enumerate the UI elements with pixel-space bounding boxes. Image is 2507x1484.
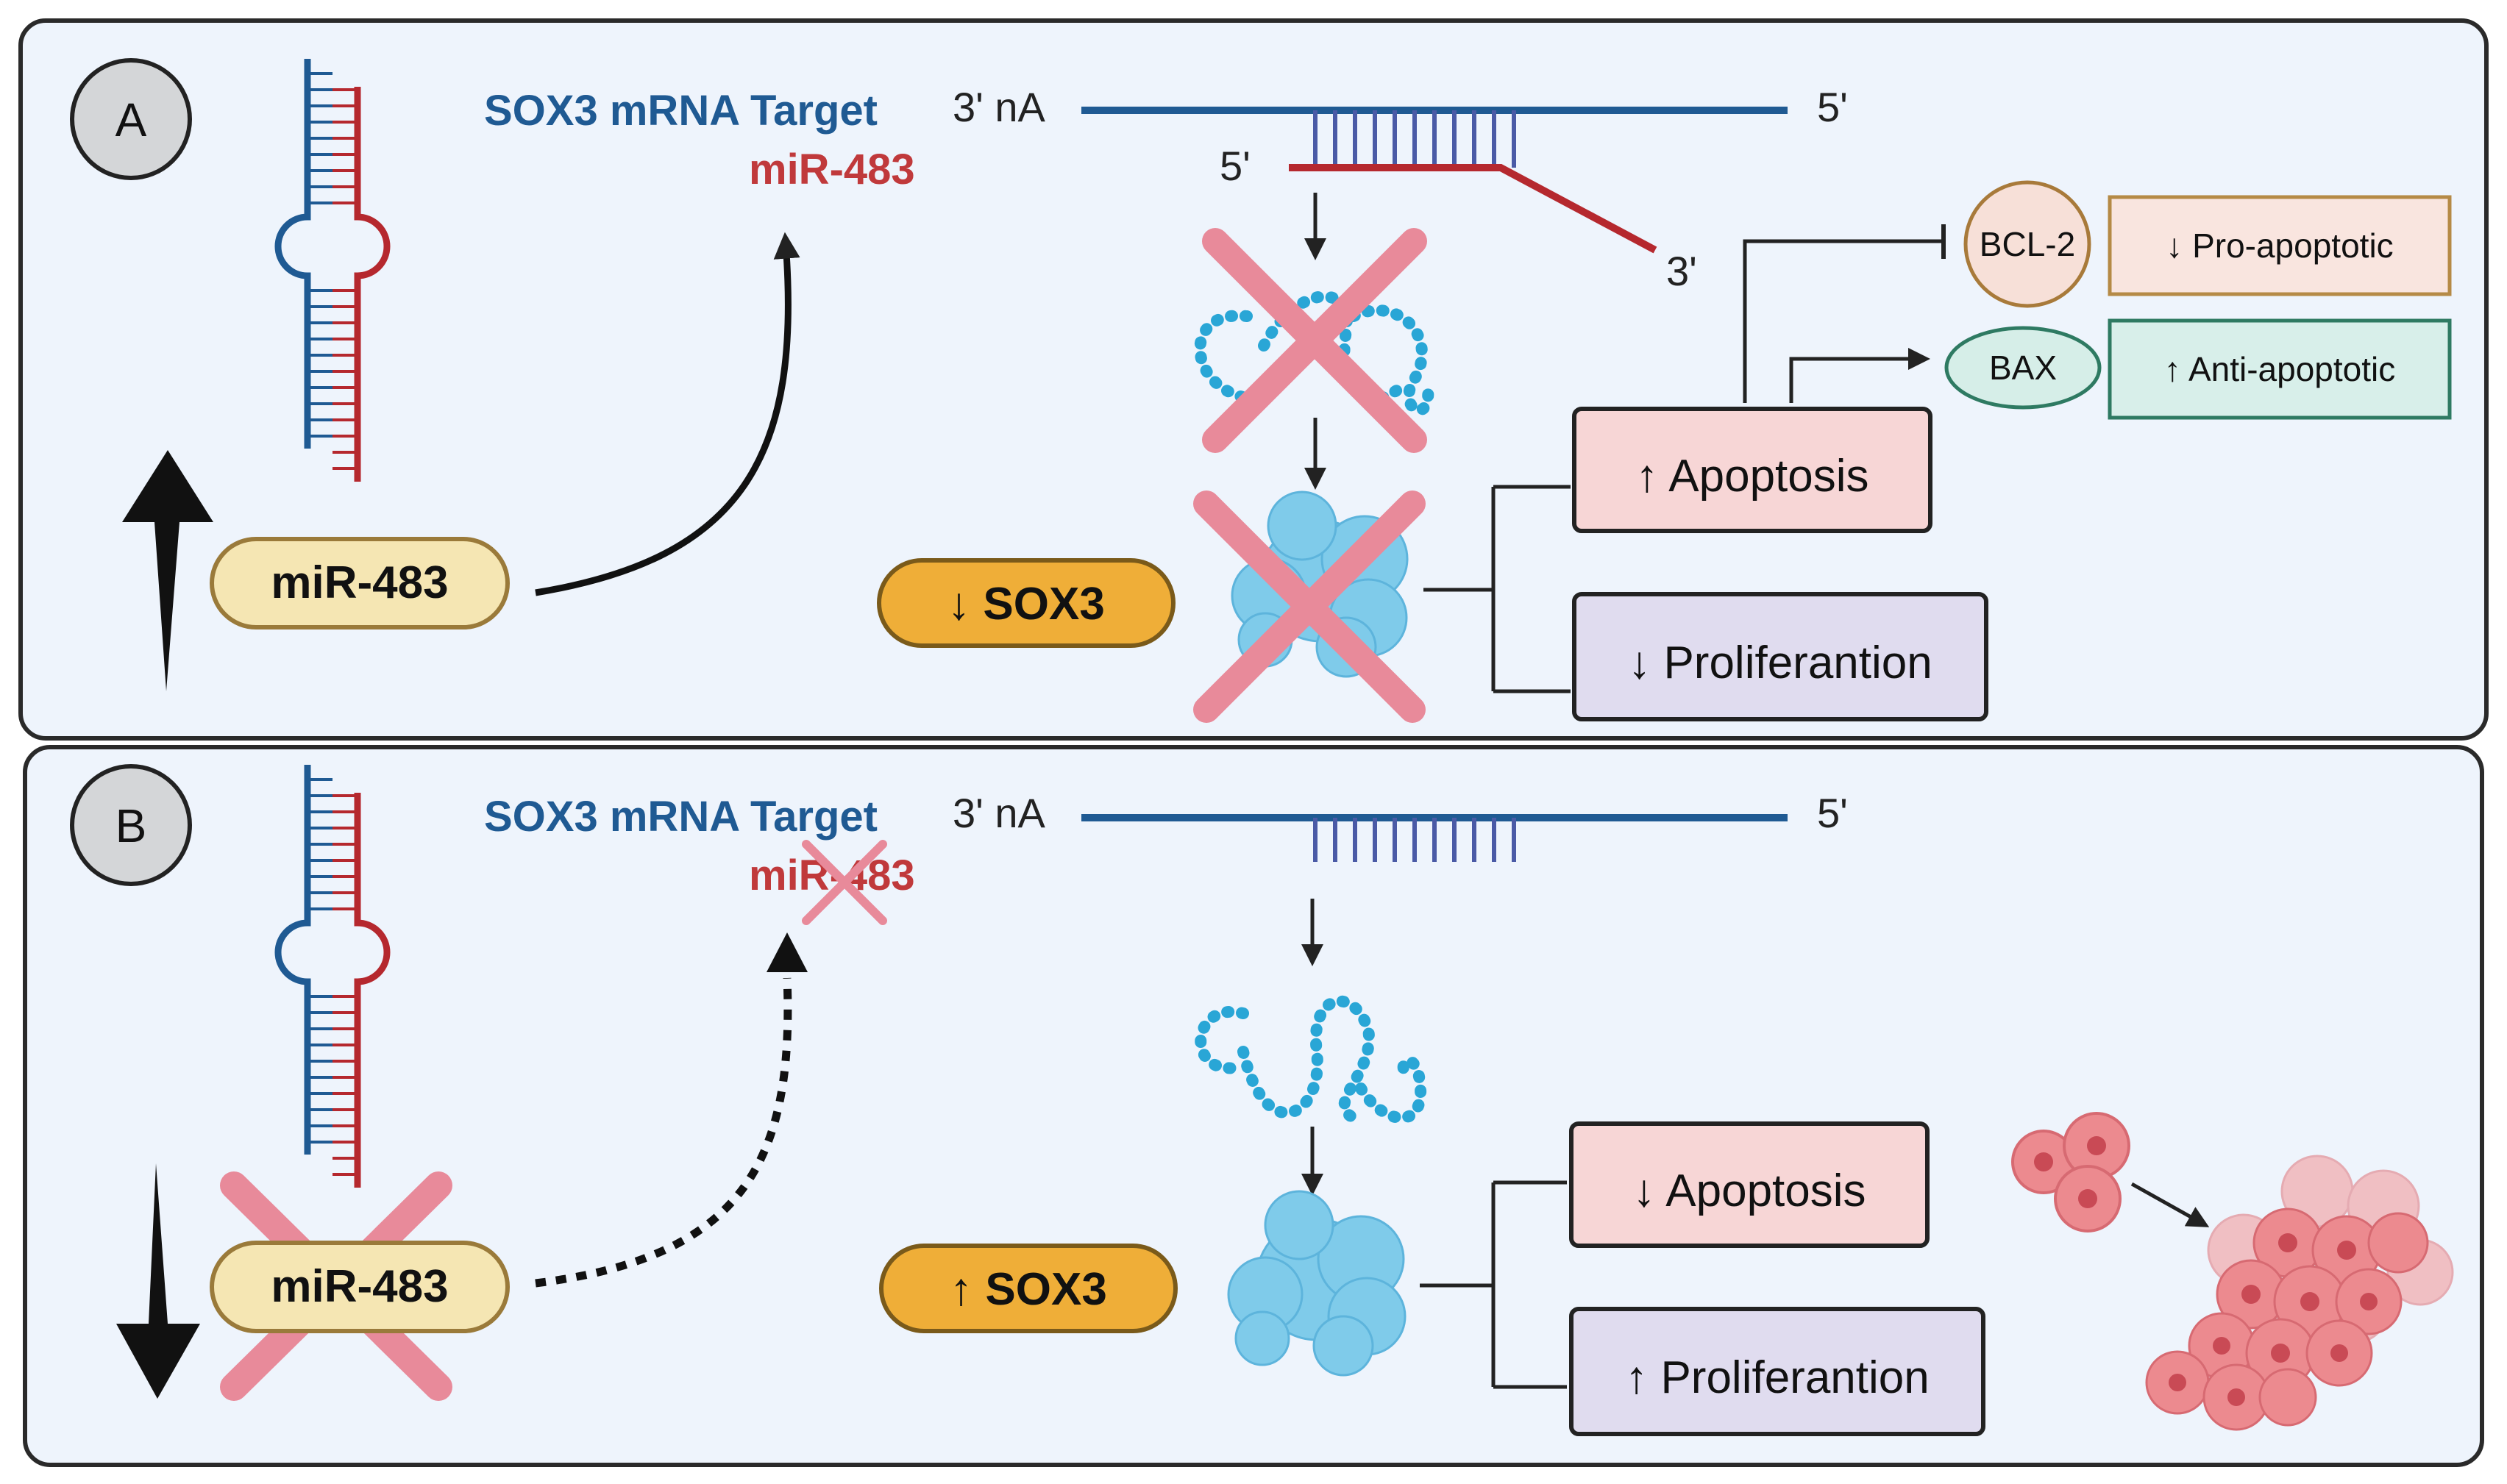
bax-activation-arrow bbox=[1789, 348, 1930, 403]
mir-483-pill-label: miR-483 bbox=[271, 557, 448, 608]
mrna-base-pairs bbox=[1313, 818, 1516, 862]
sox3-pill-label: ↓ SOX3 bbox=[947, 579, 1105, 629]
sox3-pill-label: ↑ SOX3 bbox=[950, 1264, 1107, 1315]
panel-a-frame bbox=[18, 18, 2489, 741]
three-prime-na-label: 3' nA bbox=[953, 84, 1046, 130]
proliferation-box bbox=[1572, 592, 1988, 721]
three-prime-na-label: 3' nA bbox=[953, 790, 1046, 836]
mir-483-label-cross-icon bbox=[802, 840, 887, 925]
sox3-pill bbox=[879, 1244, 1178, 1333]
mir-483-pill bbox=[210, 537, 510, 629]
decrease-arrow-icon bbox=[116, 1163, 200, 1399]
anti-apoptotic-label: ↑ Anti-apoptotic bbox=[2164, 350, 2396, 388]
panel-a: A miR-483 SOX3 mRNA Target miR-483 3' nA… bbox=[18, 18, 2489, 741]
proliferation-box-label: ↓ Proliferantion bbox=[1628, 638, 1932, 688]
outcome-bracket bbox=[1420, 1180, 1567, 1389]
peptide-chain-icon bbox=[1195, 995, 1427, 1124]
five-prime-top-label: 5' bbox=[1817, 790, 1848, 836]
mrna-base-pairs bbox=[1313, 110, 1516, 168]
bax-node-label: BAX bbox=[1989, 349, 2057, 387]
increase-arrow-icon bbox=[122, 450, 213, 691]
five-prime-top-label: 5' bbox=[1817, 84, 1848, 130]
sox3-pill bbox=[877, 558, 1176, 648]
proliferation-box bbox=[1569, 1307, 1985, 1436]
three-prime-mir-label: 3' bbox=[1666, 248, 1697, 294]
mir-483-label: miR-483 bbox=[749, 146, 915, 193]
panel-b: B miR-483 SOX3 mRNA Target miR-483 bbox=[23, 745, 2484, 1467]
apoptosis-box-label: ↑ Apoptosis bbox=[1635, 451, 1868, 502]
bax-node bbox=[1944, 326, 2102, 410]
bcl2-node bbox=[1963, 180, 2091, 308]
pre-mirna-hairpin-icon bbox=[274, 765, 391, 1188]
mir-483-pill-label: miR-483 bbox=[271, 1261, 448, 1312]
bcl2-inhibition-line bbox=[1743, 239, 1942, 403]
panel-a-badge bbox=[70, 58, 192, 180]
failed-binding-arrowhead bbox=[767, 932, 808, 972]
sox3-mrna-target-title: SOX3 mRNA Target bbox=[484, 793, 878, 841]
protein-blocked-cross-icon bbox=[1193, 490, 1426, 723]
panel-b-frame bbox=[23, 745, 2484, 1467]
apoptosis-box bbox=[1569, 1121, 1930, 1248]
tumor-cells-icon bbox=[2011, 1112, 2454, 1431]
pro-apoptotic-label: ↓ Pro-apoptotic bbox=[2166, 226, 2393, 265]
outcome-bracket bbox=[1423, 485, 1571, 693]
translation-blocked-cross-icon bbox=[1202, 228, 1427, 453]
apoptosis-box-label: ↓ Apoptosis bbox=[1632, 1166, 1866, 1216]
apoptosis-box bbox=[1572, 407, 1932, 533]
pro-apoptotic-box bbox=[2108, 195, 2452, 296]
binding-arrow bbox=[535, 232, 800, 596]
mirna-strand bbox=[1289, 164, 1657, 254]
pre-mirna-hairpin-icon bbox=[274, 59, 391, 482]
mir-483-pill bbox=[210, 1241, 510, 1333]
bcl2-node-label: BCL-2 bbox=[1980, 225, 2075, 263]
proliferation-box-label: ↑ Proliferantion bbox=[1625, 1352, 1930, 1403]
sox3-mrna-target-title: SOX3 mRNA Target bbox=[484, 87, 878, 135]
failed-binding-arrow bbox=[535, 977, 792, 1288]
anti-apoptotic-box bbox=[2108, 318, 2452, 420]
sox3-protein-icon bbox=[1227, 1190, 1407, 1377]
panel-b-badge bbox=[70, 764, 192, 886]
panel-a-label: A bbox=[115, 93, 147, 146]
five-prime-mir-label: 5' bbox=[1220, 143, 1251, 189]
panel-b-label: B bbox=[115, 799, 147, 852]
